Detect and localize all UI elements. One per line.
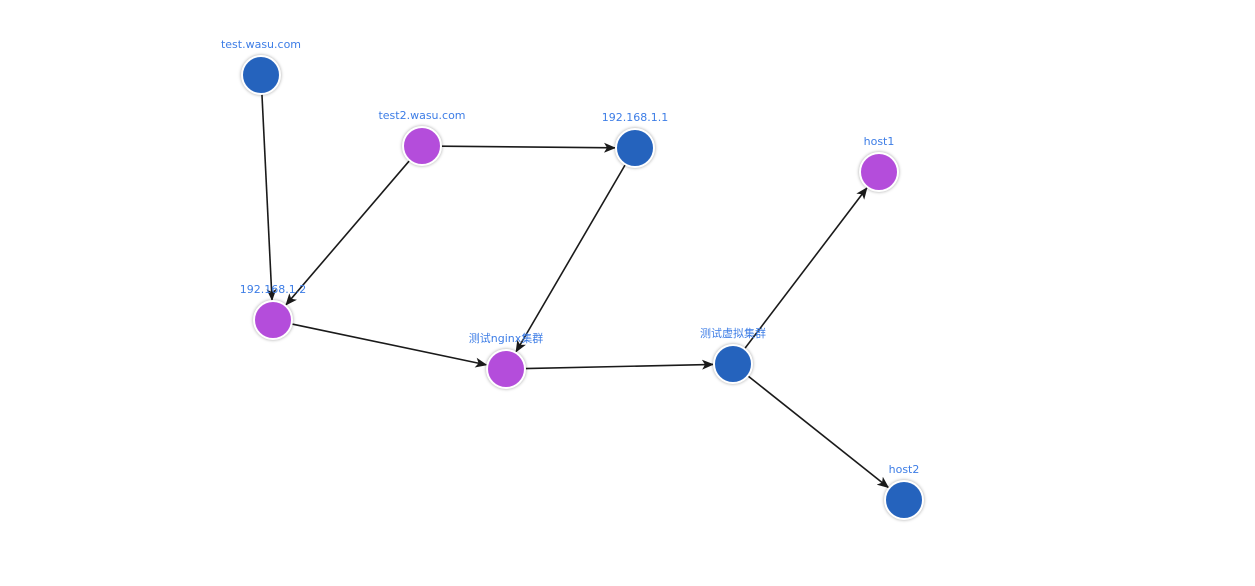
node-circle[interactable] (615, 128, 655, 168)
edge-n2-to-n3 (440, 142, 617, 153)
node-label: host1 (864, 135, 895, 148)
graph-node[interactable]: 测试nginx集群 (469, 331, 544, 389)
node-label: host2 (889, 463, 920, 476)
node-label: 192.168.1.2 (240, 283, 306, 296)
edge-n1-to-n4 (261, 93, 277, 302)
edge-n6-to-n8 (747, 375, 890, 489)
node-circle[interactable] (402, 126, 442, 166)
graph-node[interactable]: host2 (884, 463, 924, 520)
node-circle[interactable] (884, 480, 924, 520)
node-circle[interactable] (253, 300, 293, 340)
node-circle[interactable] (486, 349, 526, 389)
node-circle[interactable] (713, 344, 753, 384)
graph-node[interactable]: 192.168.1.2 (240, 283, 306, 340)
edge-n2-to-n4 (285, 159, 411, 306)
node-label: test.wasu.com (221, 38, 301, 51)
graph-node[interactable]: host1 (859, 135, 899, 192)
edge-n4-to-n5 (291, 323, 488, 368)
edge-n5-to-n6 (524, 359, 715, 370)
graph-node[interactable]: test2.wasu.com (378, 109, 466, 166)
graph-node[interactable]: 测试虚拟集群 (700, 326, 766, 384)
node-label: 测试nginx集群 (469, 331, 544, 345)
node-label: 测试虚拟集群 (700, 326, 766, 340)
edges-layer (261, 93, 890, 489)
nodes-layer: test.wasu.com test2.wasu.com 192.168.1.1 19… (221, 38, 924, 520)
node-circle[interactable] (241, 55, 281, 95)
graph-node[interactable]: test.wasu.com (221, 38, 301, 95)
graph-node[interactable]: 192.168.1.1 (602, 111, 668, 168)
node-circle[interactable] (859, 152, 899, 192)
edge-n6-to-n7 (743, 187, 868, 350)
node-label: 192.168.1.1 (602, 111, 668, 124)
node-label: test2.wasu.com (378, 109, 465, 122)
edge-n3-to-n5 (515, 164, 627, 353)
